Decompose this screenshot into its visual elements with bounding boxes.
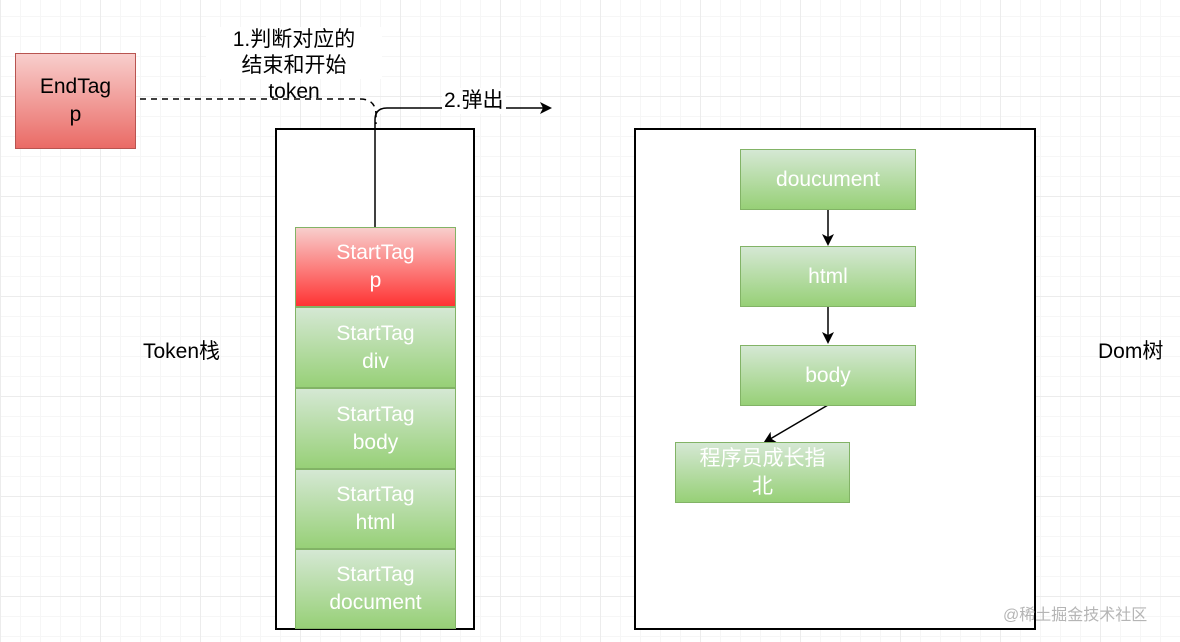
dom-node-text: 程序员成长指 北	[675, 442, 850, 503]
annotation-pop: 2.弹出	[442, 88, 506, 114]
stack-item-div-line2: div	[362, 349, 389, 373]
stack-item-div-line1: StartTag	[336, 321, 415, 345]
stack-item-p-line1: StartTag	[336, 241, 415, 264]
end-tag-line2: p	[69, 103, 82, 126]
dom-node-document: doucument	[740, 149, 916, 210]
dom-node-text-label: 程序员成长指 北	[699, 446, 826, 498]
arrow-body-to-text	[763, 404, 829, 444]
stack-item-div: StartTag div	[295, 307, 456, 388]
stack-item-document-line1: StartTag	[336, 563, 415, 586]
annotation-match-line2: 结束和开始	[206, 53, 382, 79]
end-tag-node: EndTag p	[15, 53, 136, 149]
annotation-match-line3: token	[268, 80, 320, 103]
dom-tree-label: Dom树	[1098, 340, 1164, 363]
stack-item-body-line2: body	[352, 430, 399, 454]
token-stack-label: Token栈	[143, 340, 221, 363]
end-tag-line1: EndTag	[39, 75, 112, 98]
pop-arrow	[374, 102, 552, 227]
stack-item-document: StartTag document	[295, 549, 456, 629]
dom-node-body-label: body	[805, 363, 851, 387]
annotation-match: 1.判断对应的 结束和开始 token	[206, 27, 382, 105]
annotation-pop-text: 2.弹出	[444, 89, 504, 112]
annotation-match-line1: 1.判断对应的	[206, 27, 382, 53]
watermark-text: @稀土掘金技术社区	[1003, 607, 1148, 624]
stack-item-html-line1: StartTag	[336, 483, 415, 506]
stack-item-html: StartTag html	[295, 469, 456, 549]
stack-item-p-line2: p	[369, 269, 382, 292]
stack-item-body-line1: StartTag	[336, 402, 415, 426]
stack-item-body: StartTag body	[295, 388, 456, 469]
dom-node-html-label: html	[808, 264, 848, 288]
dom-node-document-label: doucument	[776, 167, 880, 191]
stack-item-p: StartTag p	[295, 227, 456, 307]
dom-node-body: body	[740, 345, 916, 406]
dom-node-html: html	[740, 246, 916, 307]
stack-item-html-line2: html	[355, 511, 396, 534]
stack-item-document-line2: document	[329, 591, 422, 614]
